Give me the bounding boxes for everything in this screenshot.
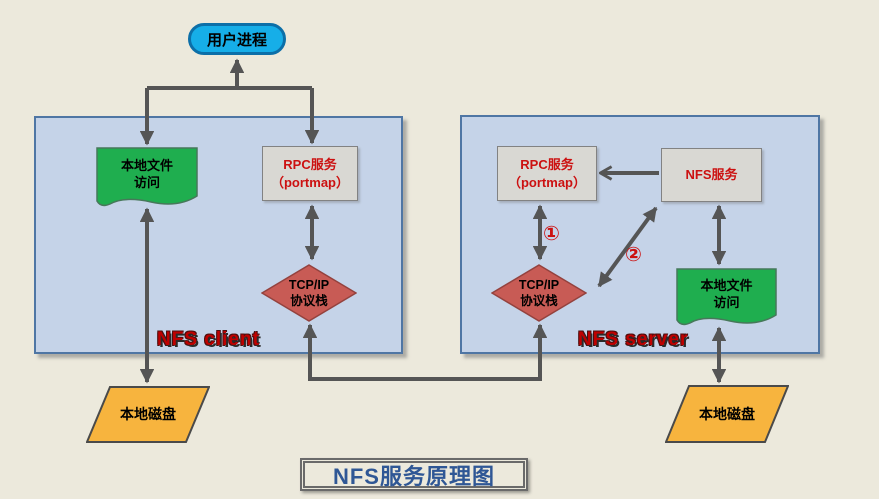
server-local-disk-node: 本地磁盘 xyxy=(665,385,789,443)
user-process-label: 用户进程 xyxy=(206,31,267,49)
server-nfs-service-label: NFS服务 xyxy=(685,167,738,182)
server-rpc-service-node: RPC服务 （portmap） xyxy=(497,146,597,201)
parallelogram-shape-icon xyxy=(86,386,210,443)
step-2-badge: ② xyxy=(625,244,642,266)
client-rpc-line1: RPC服务 xyxy=(283,156,337,172)
user-process-node: 用户进程 xyxy=(188,23,286,55)
client-local-file-access-line1: 本地文件 xyxy=(120,158,173,173)
nfs-server-label: NFS server xyxy=(578,329,689,350)
document-shape-icon xyxy=(676,268,777,326)
diamond-shape-icon xyxy=(261,264,357,322)
client-tcpip-line1: TCP/IP xyxy=(288,278,330,292)
client-tcpip-stack-node: TCP/IP 协议栈 xyxy=(261,264,357,322)
client-local-file-access-line2: 访问 xyxy=(133,175,160,190)
server-tcpip-stack-node: TCP/IP 协议栈 xyxy=(491,264,587,322)
diagram-title-box: NFS服务原理图 xyxy=(300,458,528,491)
server-local-file-access-node: 本地文件 访问 xyxy=(676,268,777,328)
server-nfs-service-node: NFS服务 xyxy=(661,148,762,202)
arrow-network-link xyxy=(302,323,548,381)
client-tcpip-line2: 协议栈 xyxy=(290,294,328,308)
parallelogram-shape-icon xyxy=(665,385,789,443)
client-local-disk-node: 本地磁盘 xyxy=(86,386,210,443)
server-local-file-access-line2: 访问 xyxy=(713,295,740,310)
diamond-shape-icon xyxy=(491,264,587,322)
arrow-server-tcpip-nfs xyxy=(597,206,658,288)
client-rpc-service-node: RPC服务 （portmap） xyxy=(262,146,358,201)
client-local-disk-label: 本地磁盘 xyxy=(120,406,176,422)
server-tcpip-line2: 协议栈 xyxy=(520,294,558,308)
server-local-file-access-line1: 本地文件 xyxy=(700,278,753,293)
server-rpc-line2: （portmap） xyxy=(507,174,586,190)
document-shape-icon xyxy=(96,147,198,207)
server-local-disk-label: 本地磁盘 xyxy=(699,405,755,422)
nfs-client-label: NFS client xyxy=(157,329,260,350)
step-1-badge: ① xyxy=(543,223,560,245)
client-rpc-line2: （portmap） xyxy=(270,174,349,190)
client-local-file-access-node: 本地文件 访问 xyxy=(96,147,198,209)
server-rpc-line1: RPC服务 xyxy=(520,156,574,172)
server-tcpip-line1: TCP/IP xyxy=(518,278,560,292)
diagram-title: NFS服务原理图 xyxy=(332,463,495,489)
